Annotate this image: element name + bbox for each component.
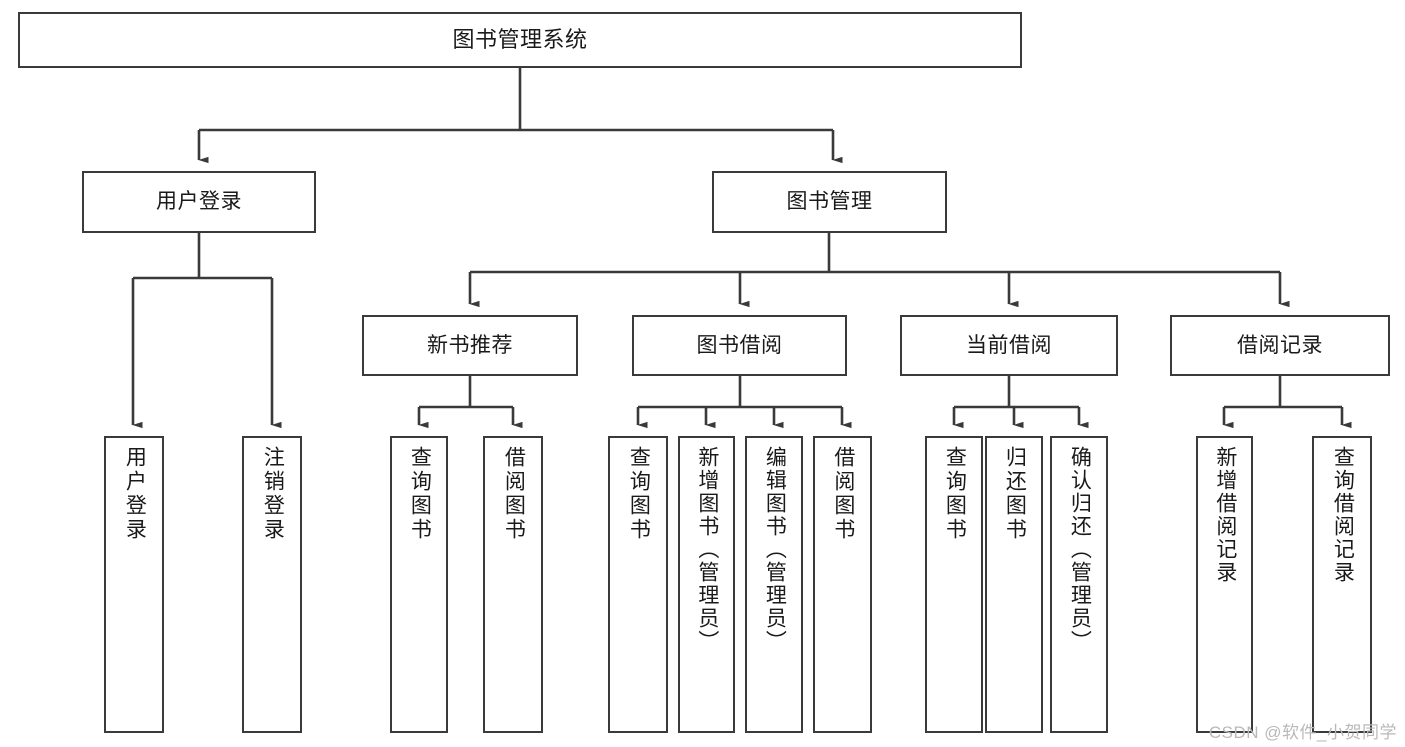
node-book-borrow[interactable]: 图书借阅 [632,315,847,376]
leaf-label: 查询图书 [627,446,651,542]
node-book-management[interactable]: 图书管理 [712,171,947,233]
leaf-logout[interactable]: 注销登录 [242,436,302,733]
leaf-label: 查询图书 [943,446,967,542]
leaf-label: 注销登录 [261,446,285,542]
leaf-label: 归还图书 [1003,446,1027,542]
leaf-edit-book-admin[interactable]: 编辑图书（管理员） [745,436,803,733]
leaf-query-borrow-record[interactable]: 查询借阅记录 [1312,436,1372,733]
node-root-label: 图书管理系统 [452,26,588,52]
leaf-label: 新增借阅记录 [1213,446,1237,584]
leaf-add-borrow-record[interactable]: 新增借阅记录 [1196,436,1253,733]
leaf-add-book-admin[interactable]: 新增图书（管理员） [678,436,735,733]
node-borrow-record[interactable]: 借阅记录 [1170,315,1390,376]
leaf-label: 查询图书 [408,446,432,542]
leaf-borrow-book-recommend[interactable]: 借阅图书 [483,436,543,733]
node-user-login[interactable]: 用户登录 [82,171,316,233]
leaf-confirm-return-admin[interactable]: 确认归还（管理员） [1050,436,1108,733]
node-new-book-recommend-label: 新书推荐 [427,333,513,357]
node-root[interactable]: 图书管理系统 [18,12,1022,68]
leaf-label: 新增图书（管理员） [695,446,719,653]
leaf-label: 借阅图书 [831,446,855,542]
leaf-query-book-current[interactable]: 查询图书 [925,436,983,733]
node-current-borrow-label: 当前借阅 [966,333,1052,357]
leaf-label: 借阅图书 [502,446,526,542]
csdn-watermark: CSDN @软件_小贺同学 [1208,723,1397,742]
leaf-label: 确认归还（管理员） [1068,446,1092,653]
leaf-query-book-borrow[interactable]: 查询图书 [608,436,668,733]
node-user-login-label: 用户登录 [156,190,242,214]
leaf-borrow-book[interactable]: 借阅图书 [813,436,872,733]
node-book-management-label: 图书管理 [786,190,873,214]
node-book-borrow-label: 图书借阅 [696,333,783,357]
node-borrow-record-label: 借阅记录 [1237,333,1323,357]
leaf-label: 编辑图书（管理员） [763,446,787,653]
leaf-query-book-recommend[interactable]: 查询图书 [390,436,448,733]
node-current-borrow[interactable]: 当前借阅 [900,315,1118,376]
leaf-label: 查询借阅记录 [1331,446,1355,584]
node-new-book-recommend[interactable]: 新书推荐 [362,315,578,376]
leaf-label: 用户登录 [123,446,147,542]
leaf-user-login[interactable]: 用户登录 [104,436,164,733]
leaf-return-book[interactable]: 归还图书 [985,436,1043,733]
